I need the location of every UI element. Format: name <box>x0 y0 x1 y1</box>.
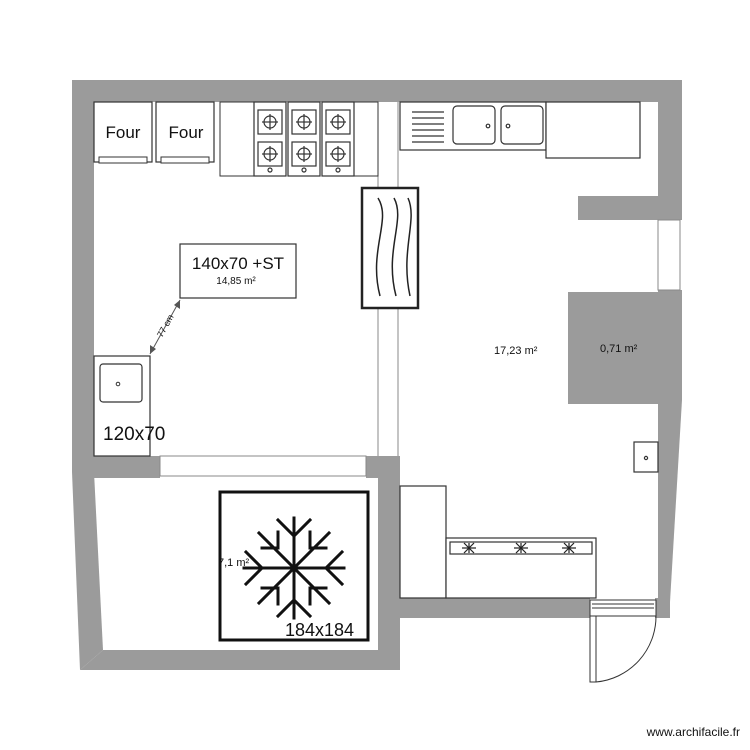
door <box>589 599 657 683</box>
refrigeration-icons <box>462 542 576 554</box>
hand-sink <box>633 441 659 473</box>
oven-1-label: Four <box>106 123 141 142</box>
area-kitchen-label: 14,85 m² <box>216 276 256 287</box>
wall-bottom-left <box>80 650 400 670</box>
area-main-label: 17,23 m² <box>494 345 538 357</box>
stove <box>253 101 355 177</box>
counter-left <box>219 101 255 177</box>
cold-room: 7,1 m² 184x184 <box>218 490 370 642</box>
wall-right-lower <box>658 400 682 602</box>
dimension-77cm: 77 cm <box>149 299 181 355</box>
area-small-label: 0,71 m² <box>600 343 638 355</box>
area-cold-room-label: 7,1 m² <box>218 557 250 569</box>
counter-bottom-right <box>399 485 597 599</box>
wall-left-lower <box>72 472 103 670</box>
counter-right-stove <box>351 101 379 177</box>
wall-stub-right <box>578 196 680 220</box>
radiator <box>360 186 420 310</box>
small-room <box>568 292 668 404</box>
cold-room-size-label: 184x184 <box>285 620 354 640</box>
table-140x70: 140x70 +ST 14,85 m² <box>179 243 297 299</box>
sink-table: 120x70 <box>93 355 165 457</box>
wall-bottom-right <box>398 598 590 618</box>
wall-internal-h-left <box>94 456 160 478</box>
table-size-label: 140x70 +ST <box>192 254 284 273</box>
oven-1: Four <box>93 101 153 164</box>
wall-top <box>72 80 682 102</box>
wall-left-upper <box>72 80 94 472</box>
walls <box>72 80 682 670</box>
wall-bottom-right-2 <box>655 598 670 618</box>
counter-top-right <box>545 101 641 159</box>
watermark: www.archifacile.fr <box>646 725 740 739</box>
sink-table-label: 120x70 <box>103 424 165 445</box>
wall-internal-v <box>378 456 400 670</box>
dimension-label: 77 cm <box>155 313 176 339</box>
snowflake-icon <box>242 516 346 620</box>
oven-2-label: Four <box>169 123 204 142</box>
oven-2: Four <box>155 101 215 164</box>
double-sink <box>399 101 547 151</box>
